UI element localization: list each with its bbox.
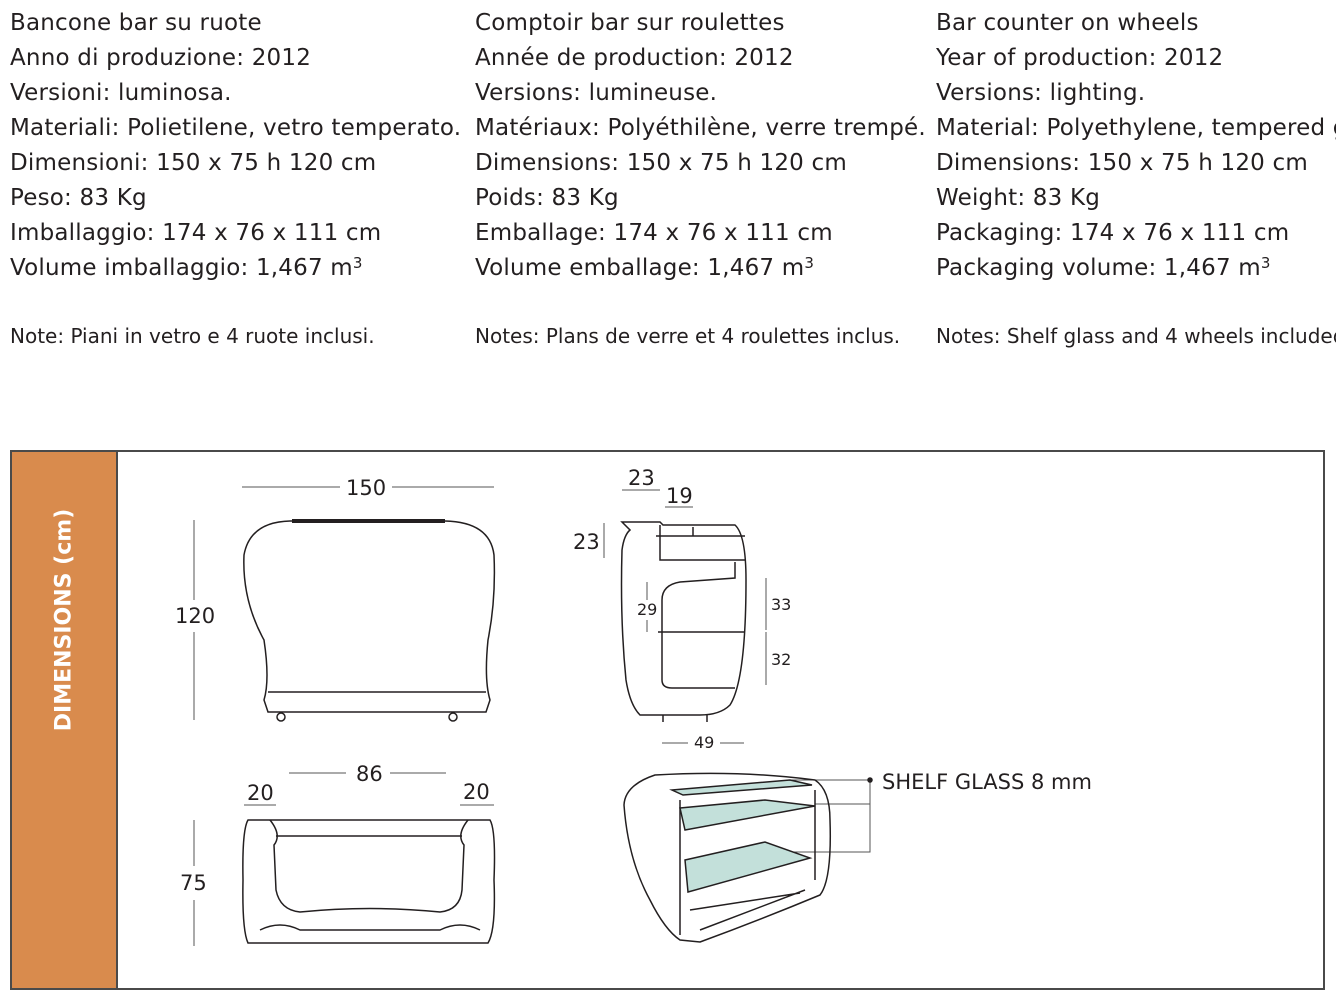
dimensions-sidebar: DIMENSIONS (cm) (12, 452, 118, 988)
top-right-label: 20 (463, 780, 490, 804)
side-depth-label: 49 (694, 733, 715, 752)
top-view-drawing (242, 819, 496, 944)
spec-line: Year of production: 2012 (936, 45, 1224, 71)
volume-text: Volume imballaggio: 1,467 m (10, 255, 353, 281)
spec-line: Peso: 83 Kg (10, 185, 147, 211)
side-r2-label: 32 (771, 650, 792, 669)
side-inner-label: 29 (637, 600, 658, 619)
side-top-a-label: 23 (628, 466, 655, 490)
front-view-drawing (243, 519, 496, 722)
english-specs: Bar counter on wheels Year of production… (936, 6, 1336, 348)
spec-line: Anno di produzione: 2012 (10, 45, 312, 71)
spec-volume: Volume imballaggio: 1,467 m3 (10, 251, 461, 286)
spec-volume: Packaging volume: 1,467 m3 (936, 251, 1336, 286)
volume-text: Packaging volume: 1,467 m (936, 255, 1261, 281)
spec-line: Materiali: Polietilene, vetro temperato. (10, 115, 462, 141)
spec-line: Versioni: luminosa. (10, 80, 232, 106)
cube-sup: 3 (804, 254, 815, 272)
spec-note: Note: Piani in vetro e 4 ruote inclusi. (10, 324, 375, 348)
perspective-drawing (623, 772, 832, 943)
cube-sup: 3 (352, 254, 363, 272)
side-r1-label: 33 (771, 595, 792, 614)
italian-specs: Bancone bar su ruote Anno di produzione:… (10, 6, 462, 348)
top-depth-label: 75 (180, 871, 207, 895)
spec-line: Bancone bar su ruote (10, 10, 262, 36)
front-height-label: 120 (175, 604, 216, 628)
top-left-label: 20 (247, 781, 274, 805)
spec-line: Bar counter on wheels (936, 10, 1199, 36)
top-inner-label: 86 (356, 762, 383, 786)
spec-line: Matériaux: Polyéthilène, verre trempé. (475, 115, 926, 141)
spec-line: Comptoir bar sur roulettes (475, 10, 785, 36)
cube-sup: 3 (1260, 254, 1271, 272)
french-specs: Comptoir bar sur roulettes Année de prod… (475, 6, 926, 348)
spec-note: Notes: Shelf glass and 4 wheels included… (936, 324, 1336, 348)
spec-line: Material: Polyethylene, tempered glass (936, 115, 1336, 141)
volume-text: Volume emballage: 1,467 m (475, 255, 805, 281)
side-view-drawing (620, 521, 747, 722)
spec-line: Dimensions: 150 x 75 h 120 cm (936, 150, 1308, 176)
spec-line: Versions: lighting. (936, 80, 1146, 106)
spec-line: Dimensions: 150 x 75 h 120 cm (475, 150, 847, 176)
front-width-label: 150 (346, 476, 387, 500)
shelf-glass-callout: SHELF GLASS 8 mm (882, 770, 1092, 794)
spec-line: Weight: 83 Kg (936, 185, 1101, 211)
dimension-lines (193, 486, 871, 946)
spec-volume: Volume emballage: 1,467 m3 (475, 251, 926, 286)
spec-line: Année de production: 2012 (475, 45, 794, 71)
side-top-b-label: 19 (666, 484, 693, 508)
spec-line: Dimensioni: 150 x 75 h 120 cm (10, 150, 377, 176)
side-left-label: 23 (573, 530, 600, 554)
spec-note: Notes: Plans de verre et 4 roulettes inc… (475, 324, 901, 348)
spec-line: Imballaggio: 174 x 76 x 111 cm (10, 220, 382, 246)
spec-line: Versions: lumineuse. (475, 80, 718, 106)
spec-line: Packaging: 174 x 76 x 111 cm (936, 220, 1290, 246)
spec-line: Poids: 83 Kg (475, 185, 619, 211)
spec-line: Emballage: 174 x 76 x 111 cm (475, 220, 833, 246)
